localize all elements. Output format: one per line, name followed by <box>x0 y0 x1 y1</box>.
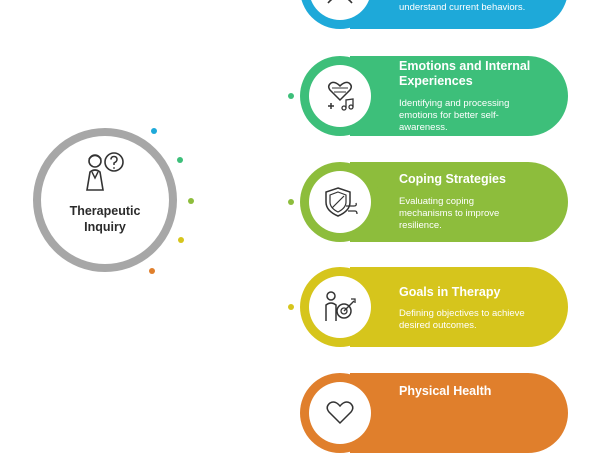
card-emotions-desc-line-2: emotions for better self- <box>399 110 499 121</box>
side-dot-emotions <box>288 93 294 99</box>
card-behaviors-desc-line-1: understand current behaviors. <box>399 2 526 13</box>
central-title-line-1: Therapeutic <box>69 204 141 218</box>
orbit-dot-2 <box>177 157 183 163</box>
central-title: Therapeutic Inquiry <box>49 203 161 235</box>
therapeutic-inquiry-diagram: Therapeutic Inquiry understand current b… <box>33 0 568 453</box>
card-emotions-title-line-1: Emotions and Internal <box>399 59 531 73</box>
card-emotions-desc-line-1: Identifying and processing <box>399 98 510 109</box>
card-emotions-desc-line-3: awareness. <box>399 122 448 133</box>
card-goals-desc-line-1: Defining objectives to achieve <box>399 308 525 319</box>
card-emotions-title-line-2: Experiences <box>399 74 473 88</box>
card-coping-desc-line-3: resilience. <box>399 220 442 231</box>
card-coping-title: Coping Strategies <box>399 172 506 186</box>
card-goals-title: Goals in Therapy <box>399 285 501 299</box>
person-icon <box>327 0 353 4</box>
central-title-line-2: Inquiry <box>84 220 126 234</box>
card-coping-desc-line-2: mechanisms to improve <box>399 208 500 219</box>
heart-music-icon <box>327 81 354 111</box>
orbit-dot-1 <box>151 128 157 134</box>
heart-icon <box>326 401 354 425</box>
side-dot-goals <box>288 304 294 310</box>
orbit-dot-3 <box>188 198 194 204</box>
card-physical-title: Physical Health <box>399 384 492 398</box>
orbit-dot-4 <box>178 237 184 243</box>
shield-wind-icon <box>325 187 358 217</box>
person-question-icon <box>86 152 124 191</box>
central-node <box>33 128 177 272</box>
orbit-dot-5 <box>149 268 155 274</box>
side-dot-coping <box>288 199 294 205</box>
card-goals-desc-line-2: desired outcomes. <box>399 320 477 331</box>
person-target-icon <box>325 291 356 321</box>
card-coping-desc-line-1: Evaluating coping <box>399 196 474 207</box>
